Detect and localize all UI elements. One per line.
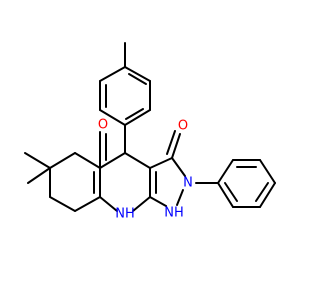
atom-label-layer: O O N NH NH xyxy=(98,118,193,222)
bond-c8-c8a xyxy=(49,196,76,212)
bond-phenyl-double-2 xyxy=(255,182,269,202)
bond-c3-n2 xyxy=(171,157,186,177)
bond-c7-methyl-a xyxy=(24,152,51,169)
bond-c5-c6 xyxy=(74,152,101,169)
bond-c4-c3a xyxy=(124,152,151,169)
molecule-structure-diagram: O O N NH NH xyxy=(24,42,276,222)
bond-phenyl-4 xyxy=(259,182,276,208)
bond-c3a-c3 xyxy=(149,157,173,169)
bond-c6-c7 xyxy=(49,152,76,169)
atom-label-n-pyrazole-2: N xyxy=(183,176,193,191)
bond-phenyl-double-3 xyxy=(224,182,238,202)
bond-n1-c9a xyxy=(149,196,167,207)
bond-tolyl-1 xyxy=(124,66,151,82)
atom-label-o-pyrazolone: O xyxy=(178,119,188,134)
bond-c3-o xyxy=(171,133,181,159)
bond-phenyl-1 xyxy=(217,159,234,184)
bond-phenyl-6 xyxy=(217,182,234,208)
bond-c8a-c4a xyxy=(74,196,101,212)
bond-tolyl-6 xyxy=(99,66,126,82)
atom-label-nh-ring: NH xyxy=(115,207,135,222)
bond-n2-n1 xyxy=(176,189,184,206)
bond-n9-c9a xyxy=(132,196,151,212)
bond-layer xyxy=(24,42,276,212)
atom-label-nh-pyrazole-1: NH xyxy=(164,206,184,221)
bond-c8a-n9 xyxy=(99,196,118,212)
bond-c4-c4a xyxy=(99,152,126,169)
bond-tolyl-double-1 xyxy=(128,73,147,85)
atom-label-o-ketone: O xyxy=(98,118,108,133)
bond-c7-methyl-b xyxy=(27,167,51,184)
bond-c3-o-double xyxy=(166,130,176,155)
bond-tolyl-4 xyxy=(99,109,126,126)
bond-tolyl-double-2 xyxy=(125,108,144,120)
bond-tolyl-3 xyxy=(124,109,151,126)
bond-phenyl-3 xyxy=(259,159,276,184)
